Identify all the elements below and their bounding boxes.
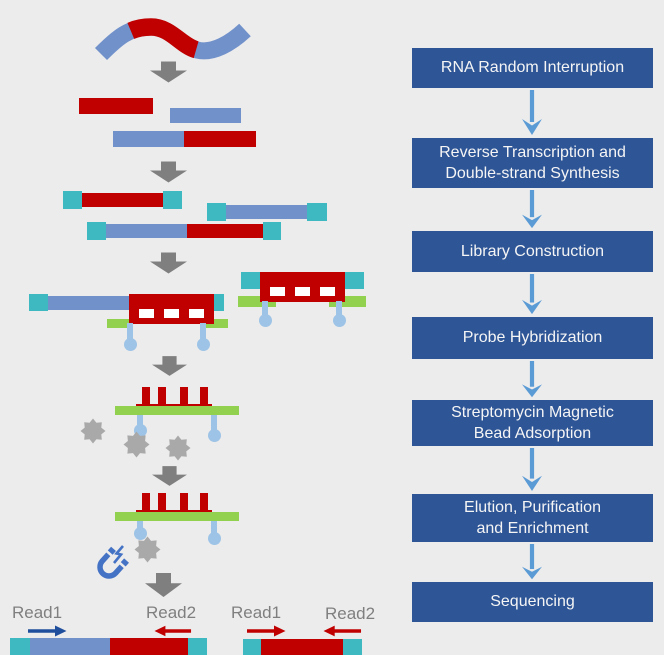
block-down-arrow-icon <box>150 61 187 83</box>
probe-arm <box>329 296 366 307</box>
step-label: Reverse Transcription and Double-strand … <box>439 143 626 182</box>
step-label: Sequencing <box>490 593 575 611</box>
step-sequencing: Sequencing <box>412 582 653 622</box>
cdna-fragment-blue-red <box>113 131 256 147</box>
magnetic-bead-icon <box>165 435 191 461</box>
block-down-arrow-icon <box>152 356 187 376</box>
rna-fragment-red <box>79 98 153 114</box>
flow-arrow-icon <box>522 544 542 580</box>
hybridized-duplex <box>260 272 345 302</box>
probe-arm <box>107 319 130 328</box>
step-label: Streptomycin Magnetic Bead Adsorption <box>451 403 614 442</box>
elution-complex <box>115 493 240 553</box>
read2-label: Read2 <box>325 604 376 623</box>
step-label: Library Construction <box>460 242 605 260</box>
magnetic-bead-icon <box>80 418 106 444</box>
biotin-pin-icon <box>332 301 346 327</box>
bead-adsorption-complex <box>115 387 240 462</box>
step-elution-purification: Elution, Purification and Enrichment <box>412 494 653 542</box>
flow-arrow-icon <box>522 448 542 492</box>
read1-left-arrow-icon <box>28 625 67 637</box>
step-bead-adsorption: Streptomycin Magnetic Bead Adsorption <box>412 400 653 446</box>
flow-arrow-icon <box>522 361 542 398</box>
adapter-block <box>29 294 48 311</box>
adapter-block <box>241 272 260 289</box>
step-library-construction: Library Construction <box>412 231 653 272</box>
insert-blue <box>48 296 129 310</box>
rna-fragment-blue <box>170 108 241 123</box>
step-label: Elution, Purification and Enrichment <box>464 498 601 537</box>
magnet-icon <box>97 545 129 579</box>
probe-hybrid-complex <box>238 272 366 334</box>
biotin-pin-icon <box>207 521 221 545</box>
read2-label: Read2 <box>146 603 197 622</box>
block-down-arrow-icon <box>145 573 182 597</box>
flow-arrow-icon <box>522 190 542 229</box>
probe-strand <box>115 512 239 521</box>
sequenced-fragment-red <box>243 639 362 655</box>
read2-left-arrow-icon <box>154 625 192 637</box>
magnetic-bead-icon <box>134 536 161 563</box>
magnetic-bead-icon <box>123 431 150 458</box>
probe-hybrid-complex <box>29 294 228 358</box>
biotin-pin-icon <box>133 415 147 437</box>
library-fragment-blue <box>207 203 327 221</box>
library-fragment-blue-red <box>87 222 281 240</box>
biotin-pin-icon <box>133 521 147 540</box>
step-probe-hybridization: Probe Hybridization <box>412 317 653 359</box>
biotin-pin-icon <box>123 323 137 351</box>
block-down-arrow-icon <box>150 252 187 274</box>
block-down-arrow-icon <box>152 466 187 486</box>
biotin-pin-icon <box>258 301 272 327</box>
probe-strand <box>115 406 239 415</box>
probe-arm <box>205 319 228 328</box>
hybridized-duplex <box>129 294 214 324</box>
read2-right-arrow-icon <box>323 625 362 637</box>
biotin-pin-icon <box>196 323 210 351</box>
adapter-block <box>343 272 364 289</box>
flow-arrow-icon <box>522 274 542 315</box>
library-fragment-red <box>63 191 182 209</box>
read1-right-arrow-icon <box>247 625 286 637</box>
rna-molecule-wave <box>94 18 251 61</box>
biotin-pin-icon <box>207 415 221 442</box>
sequenced-fragment-blue-red <box>10 638 207 655</box>
step-rna-random-interruption: RNA Random Interruption <box>412 48 653 88</box>
read1-label: Read1 <box>231 603 282 622</box>
step-reverse-transcription: Reverse Transcription and Double-strand … <box>412 138 653 188</box>
block-down-arrow-icon <box>150 161 187 183</box>
step-label: Probe Hybridization <box>462 329 603 347</box>
step-label: RNA Random Interruption <box>440 59 625 77</box>
flow-arrow-icon <box>522 90 542 135</box>
probe-arm <box>238 296 276 307</box>
read1-label: Read1 <box>12 603 63 622</box>
